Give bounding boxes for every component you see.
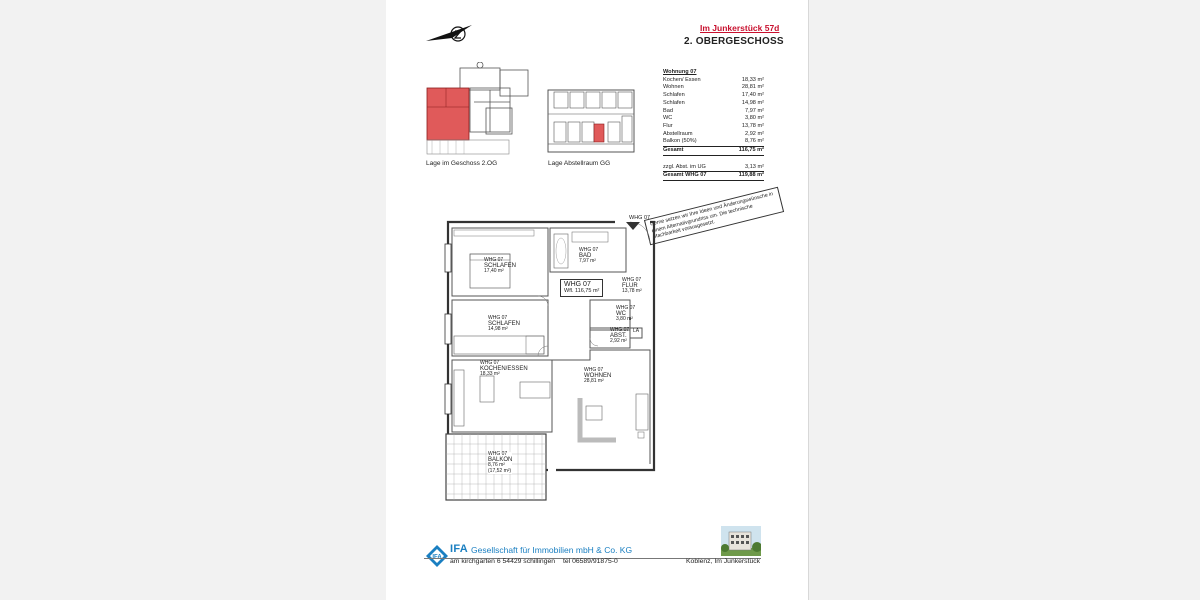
svg-text:IFA: IFA: [432, 555, 442, 561]
company-short-name: IFA: [450, 543, 469, 555]
company-full-name: Gesellschaft für Immobilien mbH & Co. KG: [471, 545, 633, 555]
floor-location-map: [426, 62, 529, 155]
entrance-tag: WHG 07: [629, 215, 651, 221]
floor-heading: 2. OBERGESCHOSS: [684, 36, 784, 47]
company-address: am kirchgarten 6 54429 schillingen: [450, 558, 556, 565]
floor-plan: [444, 220, 656, 501]
storage-location-caption: Lage Abstellraum GG: [548, 160, 611, 167]
unit-summary-box: WHG 07 Wfl. 116,75 m²: [560, 279, 604, 297]
company-phone: tel 06589/91875-0: [563, 558, 618, 565]
project-location: Koblenz, Im Junkerstück: [686, 558, 761, 565]
table-row: Balkon (50%)8,76 m²: [663, 138, 764, 145]
storage-location-map: [547, 89, 635, 153]
floor-location-caption: Lage im Geschoss 2.OG: [426, 160, 498, 167]
area-table-title: Wohnung 07: [663, 69, 697, 75]
north-arrow-icon: [426, 25, 472, 42]
address-heading: Im Junkerstück 57d: [700, 23, 780, 33]
building-thumbnail: [721, 526, 761, 556]
la-label: LA: [633, 328, 640, 334]
ifa-logo-icon: IFA: [426, 545, 448, 567]
footer-divider: [424, 558, 761, 559]
